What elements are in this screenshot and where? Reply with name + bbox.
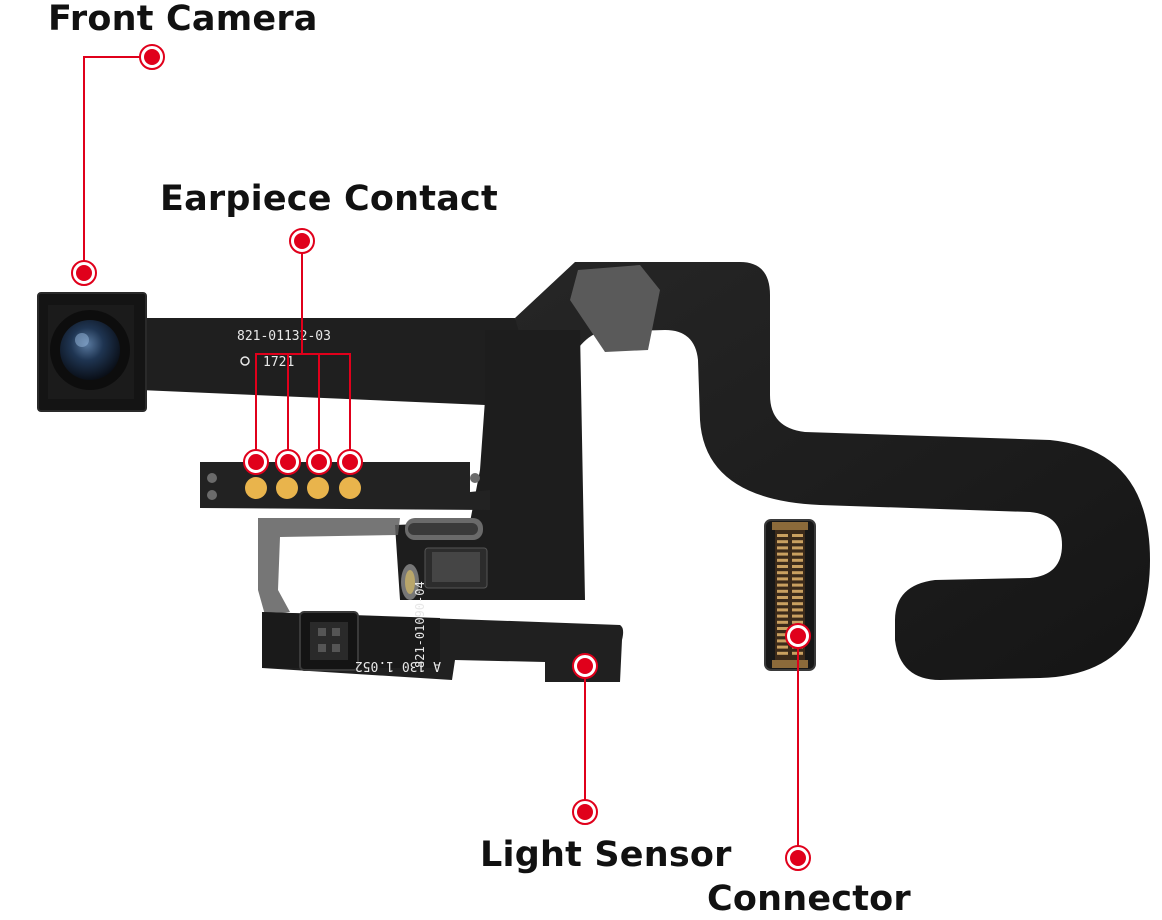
connector-pin [777, 633, 788, 637]
connector-pin [777, 651, 788, 655]
connector-pin [777, 577, 788, 581]
part-number-top: 821-01132-03 [237, 329, 331, 344]
callout-marker [572, 799, 598, 825]
connector-pin [792, 614, 803, 618]
connector-pin [792, 565, 803, 568]
connector-pin [777, 627, 788, 630]
bottom-code: A 130 1.052 [355, 658, 441, 673]
callout-marker [337, 449, 363, 475]
earpiece-contact-strip [200, 462, 490, 510]
connector-pin [777, 608, 788, 612]
callout-marker [139, 44, 165, 70]
front-camera-module [37, 292, 147, 412]
connector-pin [777, 565, 788, 568]
callout-marker [785, 623, 811, 649]
connector-pin [792, 577, 803, 581]
main-flex-ribbon [515, 262, 1150, 680]
alignment-mark [240, 356, 250, 366]
callout-marker [243, 449, 269, 475]
connector-pin [792, 546, 803, 550]
label-connector: Connector [707, 879, 911, 919]
connector-pin [792, 534, 803, 537]
callout-marker [71, 260, 97, 286]
contact-pad [245, 477, 267, 499]
connector-pin [792, 589, 803, 593]
callout-markers [71, 44, 811, 871]
connector-pin [777, 558, 788, 562]
connector-pin [777, 596, 788, 599]
connector-pin [792, 602, 803, 606]
connector-pin [777, 534, 788, 537]
label-light-sensor: Light Sensor [480, 835, 732, 875]
contact-pad [339, 477, 361, 499]
part-number-bottom: 821-01090-04 [413, 581, 427, 668]
callout-marker [785, 845, 811, 871]
connector-pin [792, 620, 803, 624]
connector-pin [792, 540, 803, 544]
light-sensor-strip [262, 611, 624, 682]
camera-flex-strip [140, 318, 530, 405]
connector-pin [777, 614, 788, 618]
connector-pin [792, 558, 803, 562]
callout-marker [289, 228, 315, 254]
connector-pin [777, 639, 788, 643]
connector-pin [777, 552, 788, 556]
date-code: 1721 [263, 355, 294, 370]
connector-pin [777, 540, 788, 544]
callout-marker [306, 449, 332, 475]
connector-pin [777, 620, 788, 624]
label-front-camera: Front Camera [48, 0, 318, 39]
connector-pin [777, 583, 788, 587]
connector-pin [777, 571, 788, 575]
connector-pin [777, 602, 788, 606]
contact-pad [276, 477, 298, 499]
connector-pin [792, 552, 803, 556]
callout-marker [572, 653, 598, 679]
sensor-flex-grey [258, 518, 400, 615]
contact-pad [307, 477, 329, 499]
connector-pin [792, 583, 803, 587]
connector-pin [792, 608, 803, 612]
connector-pin [777, 589, 788, 593]
callout-lines [83, 56, 799, 858]
label-earpiece-contact: Earpiece Contact [160, 179, 498, 219]
connector-pin [777, 546, 788, 550]
connector-pin [777, 645, 788, 649]
connector-pin [792, 571, 803, 575]
board-connector [764, 519, 816, 671]
callout-marker [275, 449, 301, 475]
connector-pin [792, 596, 803, 599]
